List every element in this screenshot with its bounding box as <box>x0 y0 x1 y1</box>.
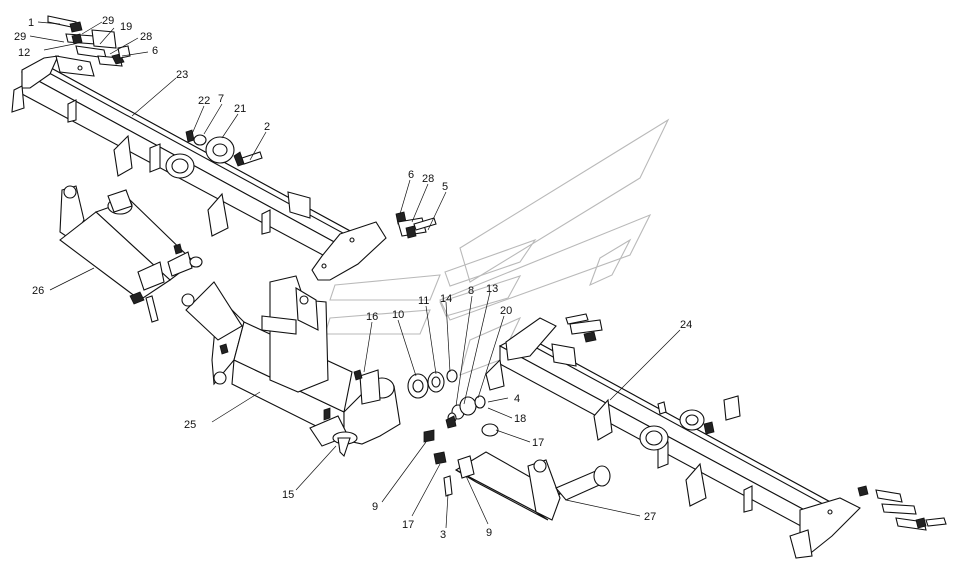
callout-16: 16 <box>366 311 378 323</box>
callout-29-left: 29 <box>14 31 26 43</box>
callout-24: 24 <box>680 319 692 331</box>
callout-18: 18 <box>514 413 526 425</box>
callout-25: 25 <box>184 419 196 431</box>
callout-7: 7 <box>218 93 224 105</box>
lower-arm-assembly <box>423 423 611 521</box>
callout-17-right: 17 <box>532 437 544 449</box>
callout-21: 21 <box>234 103 246 115</box>
callout-17-bottom: 17 <box>402 519 414 531</box>
callout-4: 4 <box>514 393 520 405</box>
callout-8: 8 <box>468 285 474 297</box>
beam-pin-parts <box>185 129 263 167</box>
callout-6-mid: 6 <box>408 169 414 181</box>
callout-27: 27 <box>644 511 656 523</box>
callout-19: 19 <box>120 21 132 33</box>
lower-beam-hardware <box>565 313 947 531</box>
callout-22: 22 <box>198 95 210 107</box>
callout-23: 23 <box>176 69 188 81</box>
lower-frame-beam <box>485 317 861 559</box>
central-frame <box>181 275 401 458</box>
callout-29-top: 29 <box>102 15 114 27</box>
left-cylinder-assembly <box>59 185 203 323</box>
callout-1: 1 <box>28 17 34 29</box>
callout-10: 10 <box>392 309 404 321</box>
callout-28-mid: 28 <box>422 173 434 185</box>
callout-9-left: 9 <box>372 501 378 513</box>
callout-13: 13 <box>486 283 498 295</box>
callout-15: 15 <box>282 489 294 501</box>
upper-frame-beam <box>11 55 387 281</box>
callout-5: 5 <box>442 181 448 193</box>
callout-9-right: 9 <box>486 527 492 539</box>
callout-leader-lines <box>29 21 681 529</box>
upper-beam-right-hardware <box>395 211 437 239</box>
callout-11: 11 <box>418 295 429 307</box>
callout-2: 2 <box>264 121 270 133</box>
callout-26: 26 <box>32 285 44 297</box>
callout-labels: 1 29 12 29 19 28 6 23 22 7 21 2 6 28 5 2… <box>14 15 692 541</box>
pivot-bearing-parts <box>407 369 486 429</box>
callout-3: 3 <box>440 529 446 541</box>
callout-14: 14 <box>440 293 452 305</box>
callout-20: 20 <box>500 305 512 317</box>
callout-6-top: 6 <box>152 45 158 57</box>
callout-28-top: 28 <box>140 31 152 43</box>
callout-12: 12 <box>18 47 30 59</box>
